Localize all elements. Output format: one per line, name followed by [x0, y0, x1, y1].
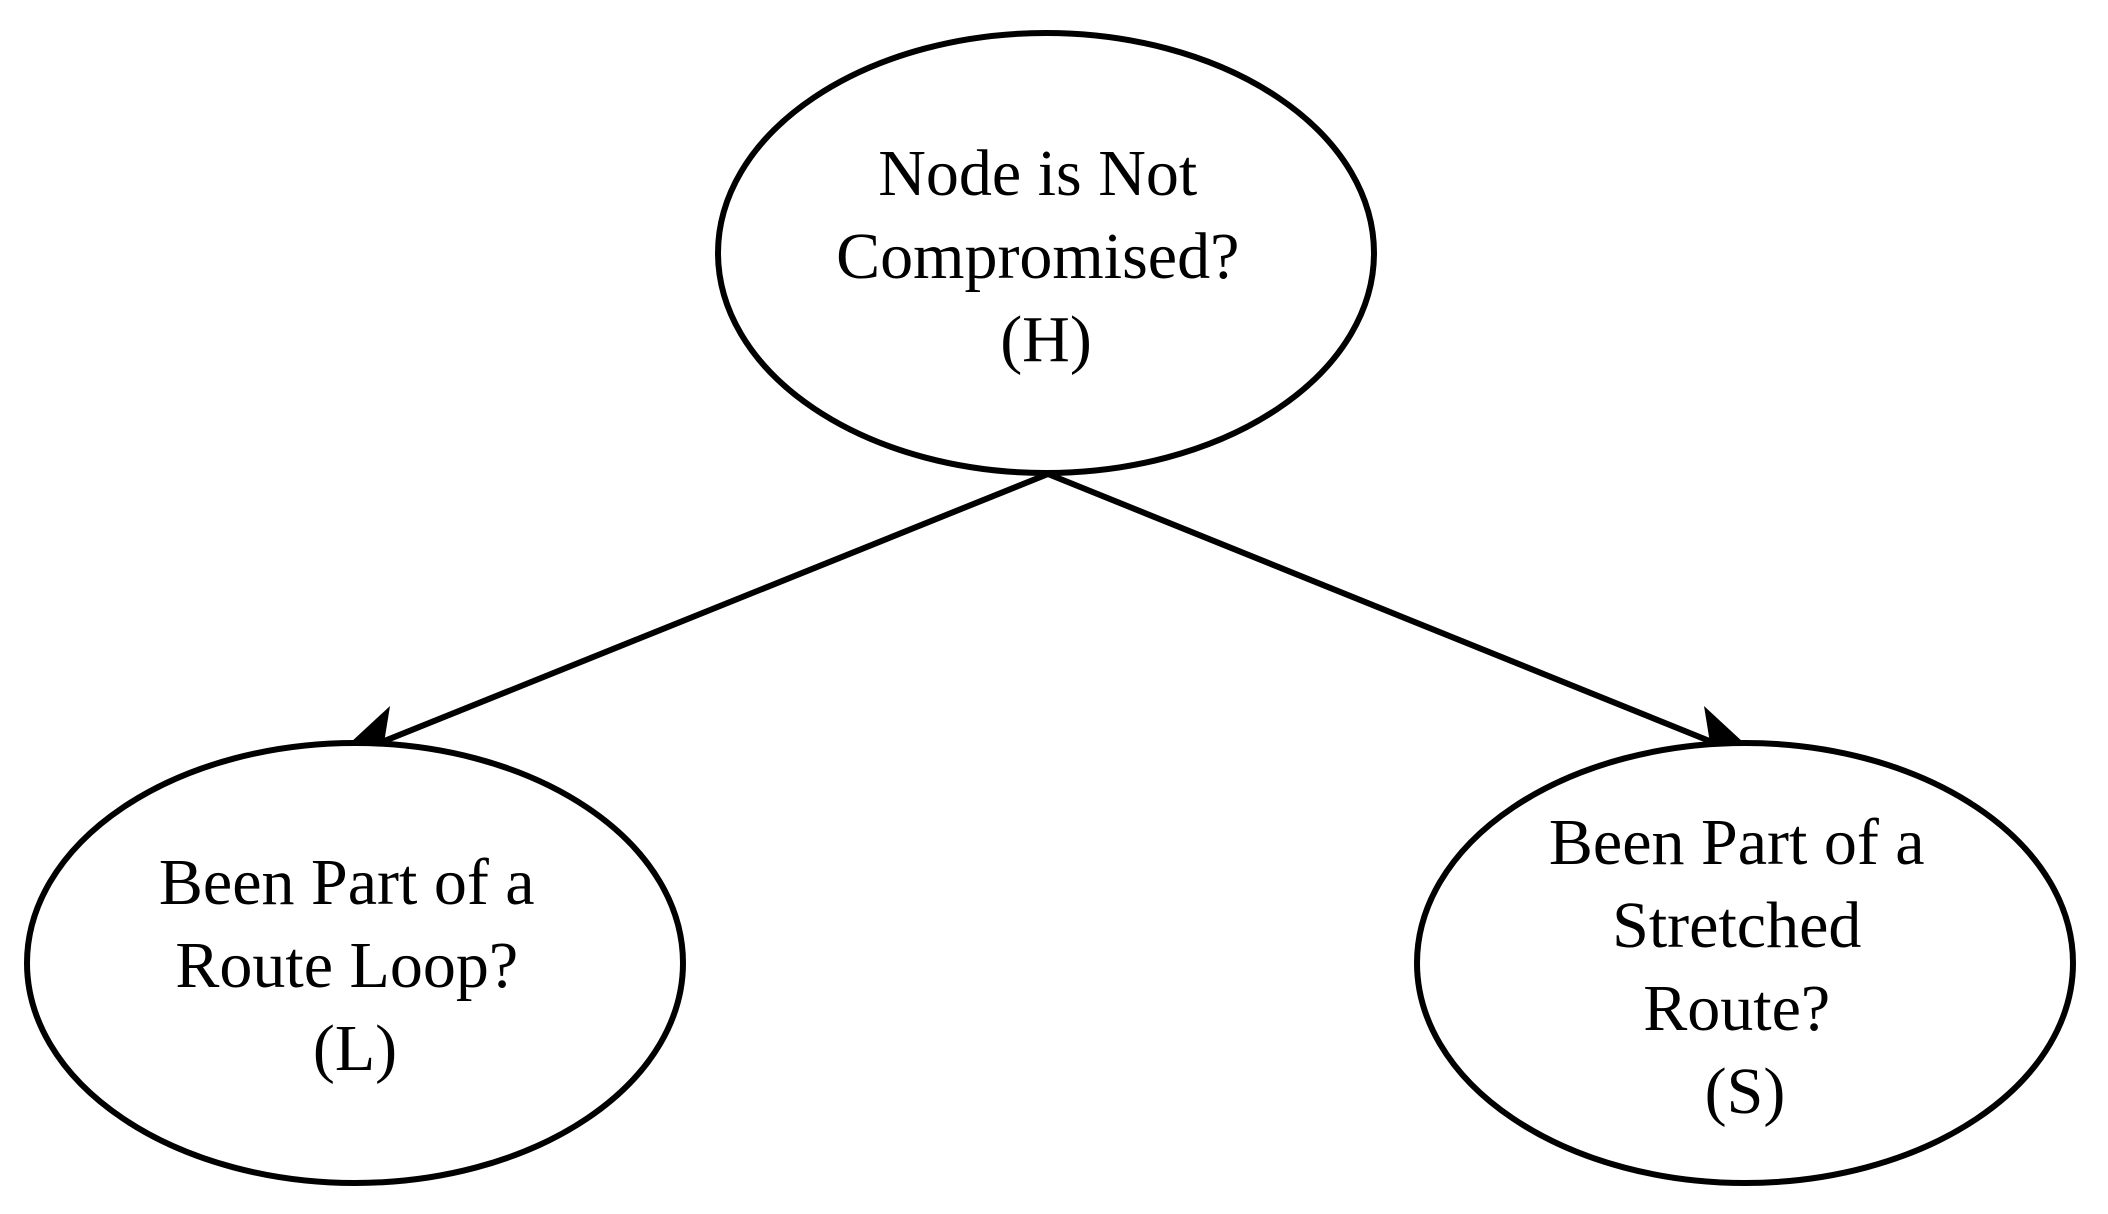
- edge-h-to-l-arrowhead: [350, 706, 390, 743]
- node-l: Been Part of a Route Loop? (L): [24, 740, 686, 1186]
- node-h-label: Node is Not Compromised? (H): [836, 137, 1256, 376]
- node-s-label-line-4: (S): [1705, 1055, 1786, 1128]
- node-h-label-line-3: (H): [1000, 303, 1092, 376]
- node-l-label-line-3: (L): [313, 1012, 397, 1085]
- node-l-label-line-1: Been Part of a: [159, 846, 535, 919]
- edge-h-to-s-arrowhead: [1704, 706, 1744, 743]
- edge-h-to-l-line: [380, 471, 1050, 745]
- node-l-label: Been Part of a Route Loop? (L): [159, 846, 551, 1085]
- node-h-ellipse: [715, 30, 1377, 476]
- edge-h-to-l: [350, 471, 1050, 745]
- node-s-label-line-1: Been Part of a: [1549, 806, 1925, 879]
- node-l-ellipse: [24, 740, 686, 1186]
- node-s-label-line-3: Route?: [1643, 972, 1830, 1045]
- edge-h-to-s: [1046, 471, 1744, 745]
- node-l-label-line-2: Route Loop?: [175, 929, 518, 1002]
- node-h-label-line-2: Compromised?: [836, 220, 1239, 293]
- node-s: Been Part of a Stretched Route? (S): [1414, 740, 2076, 1186]
- node-s-ellipse: [1414, 740, 2076, 1186]
- edge-h-to-s-line: [1046, 471, 1714, 745]
- node-h-label-line-1: Node is Not: [878, 137, 1197, 210]
- node-h: Node is Not Compromised? (H): [715, 30, 1377, 476]
- node-s-label: Been Part of a Stretched Route? (S): [1549, 806, 1941, 1128]
- node-s-label-line-2: Stretched: [1612, 889, 1861, 962]
